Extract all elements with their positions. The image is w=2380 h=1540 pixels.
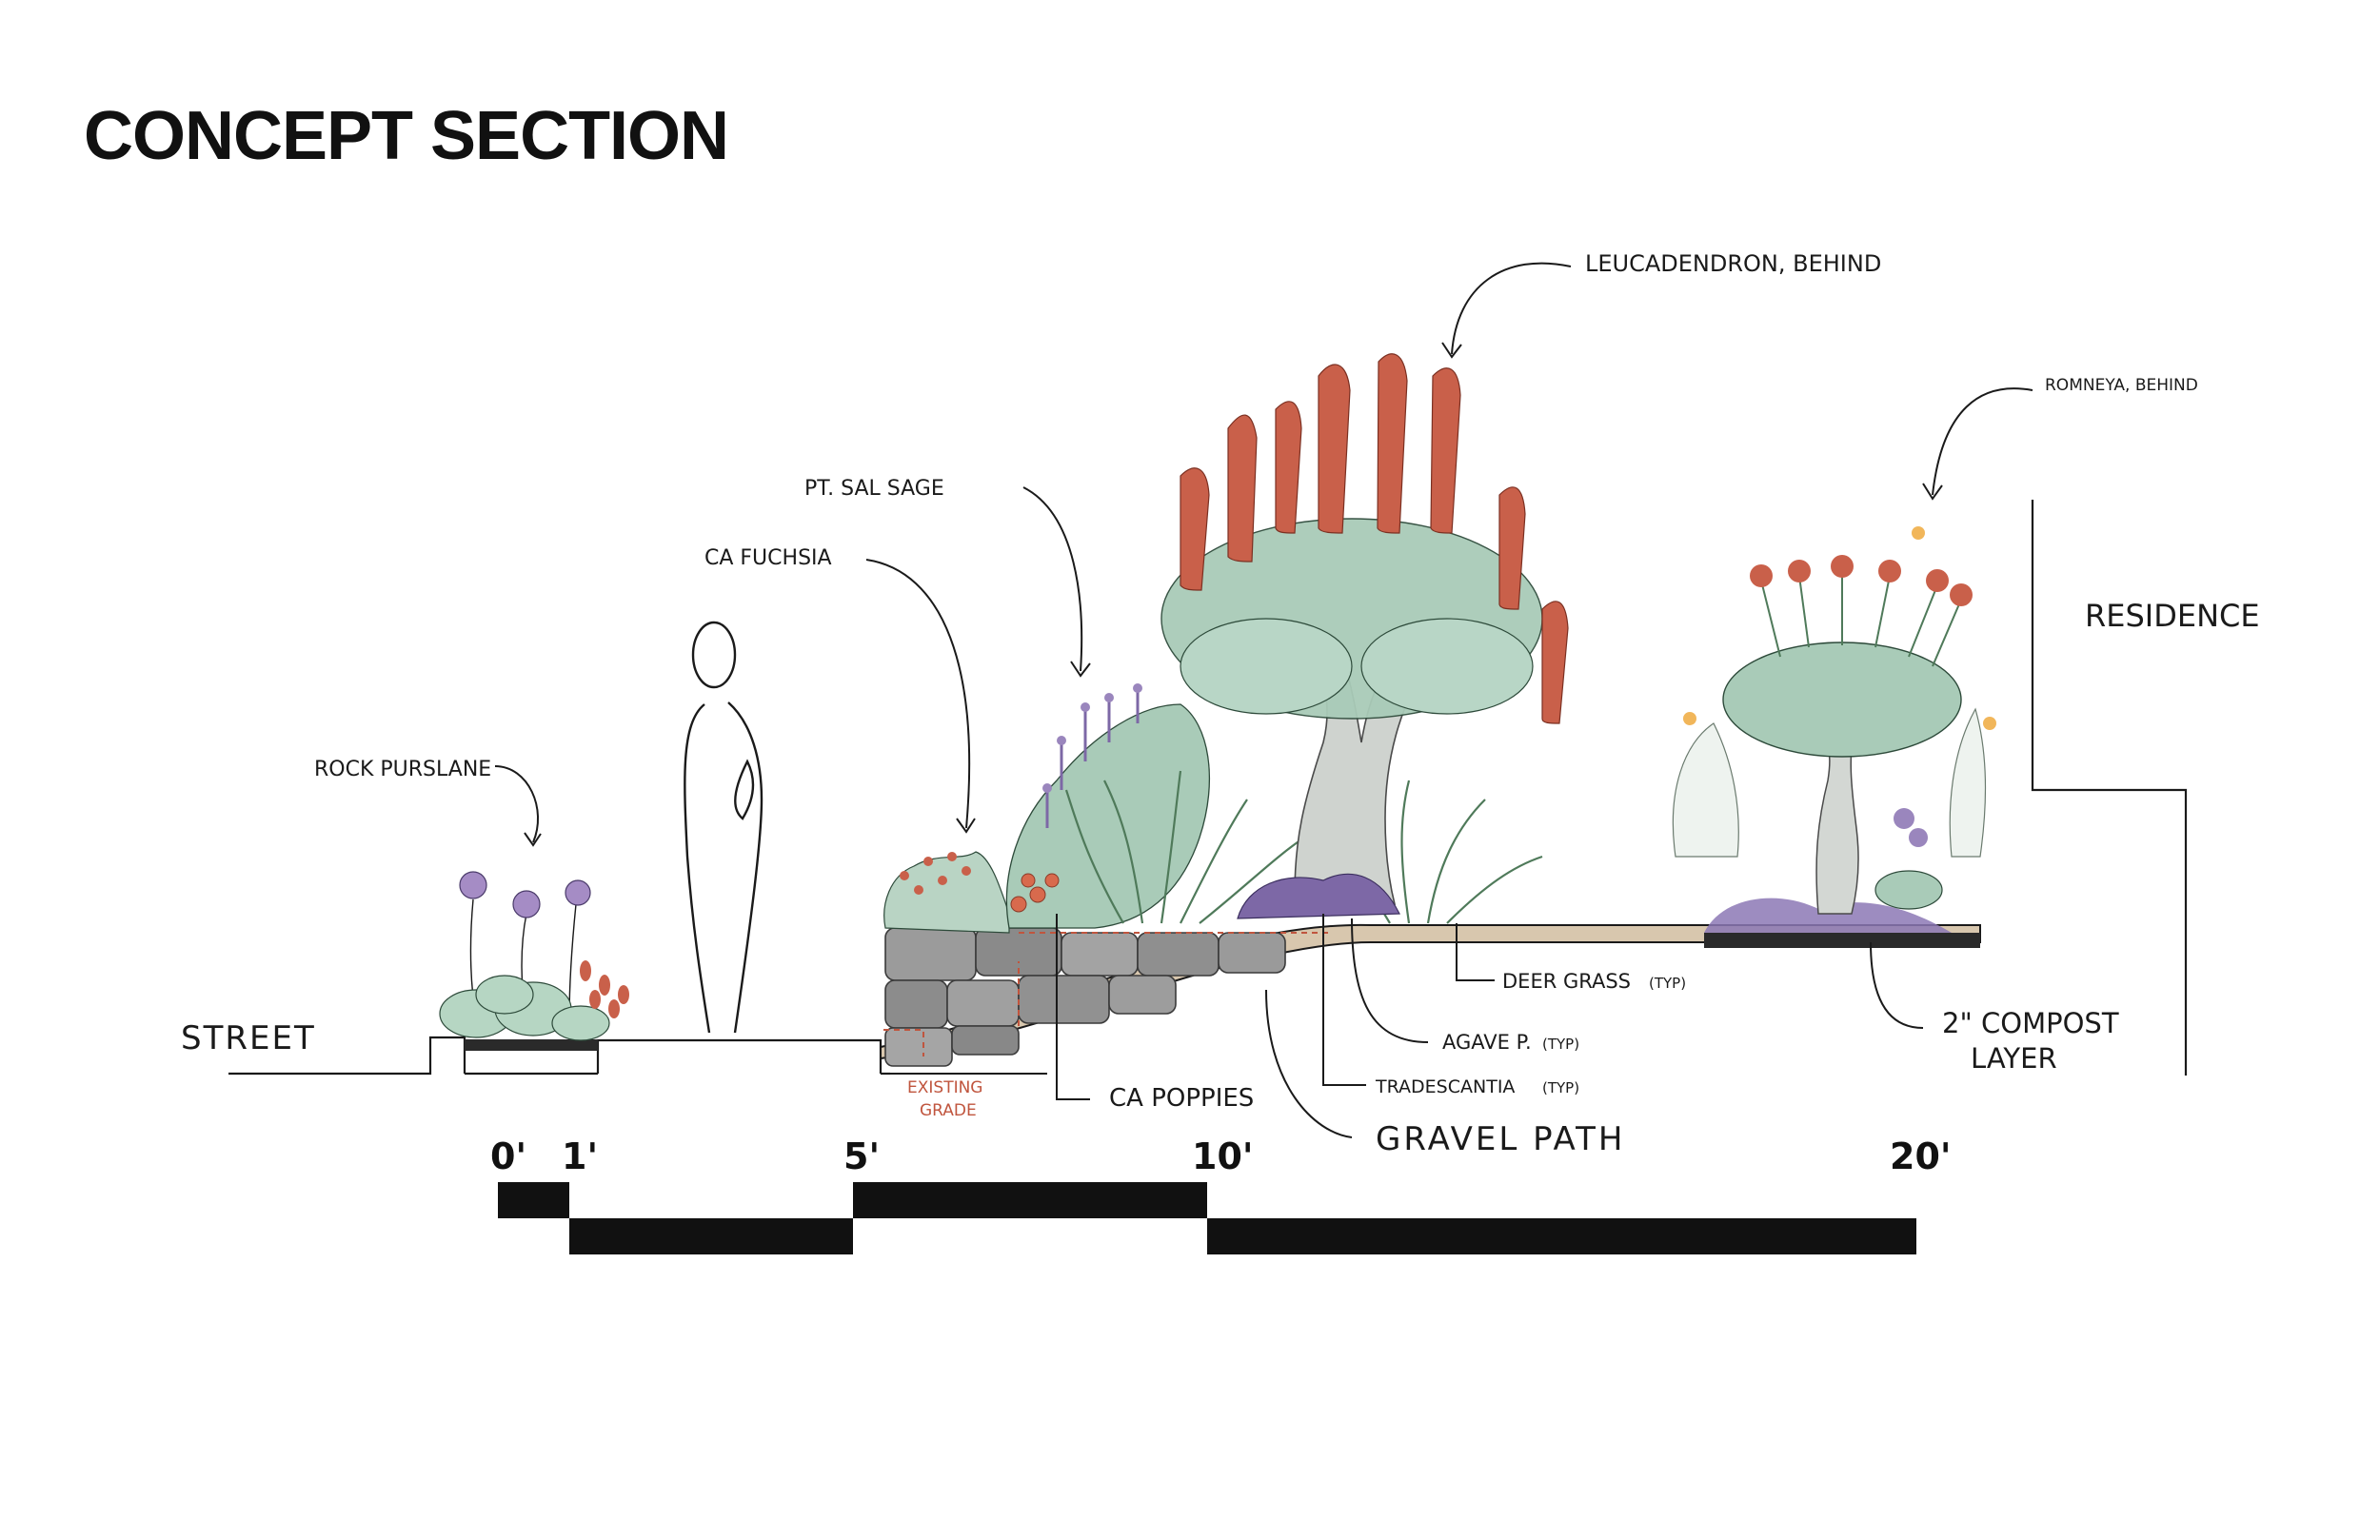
pedestrian-figure bbox=[684, 621, 764, 1034]
romneya-tree bbox=[1672, 526, 1996, 915]
residence-wall bbox=[2031, 500, 2188, 1076]
ca-fuchsia-leader bbox=[865, 559, 971, 829]
leucadendron-leader bbox=[1451, 262, 1572, 355]
label-agave-note: (TYP) bbox=[1542, 1036, 1579, 1053]
existing-grade-dashed-line bbox=[883, 932, 1333, 1056]
agave-leader bbox=[1351, 918, 1429, 1043]
scale-bar-segment-0-1 bbox=[498, 1182, 569, 1218]
label-existing-grade-2: GRADE bbox=[920, 1101, 977, 1120]
deer-grass-leader bbox=[1456, 923, 1495, 981]
label-deer-grass-note: (TYP) bbox=[1649, 975, 1686, 992]
label-tradescantia-note: (TYP) bbox=[1542, 1079, 1579, 1096]
label-ca-fuchsia: CA FUCHSIA bbox=[704, 546, 832, 570]
label-romneya: ROMNEYA, BEHIND bbox=[2045, 376, 2198, 395]
leader-lines bbox=[494, 262, 2033, 1138]
scale-tick-20: 20' bbox=[1890, 1135, 1952, 1177]
scale-bar-segment-10-20 bbox=[1207, 1218, 1916, 1254]
romneya-bed-soil bbox=[1704, 933, 1980, 948]
scale-bar-segment-5-10 bbox=[853, 1182, 1207, 1218]
rock-purslane-plant bbox=[439, 871, 629, 1041]
label-street: STREET bbox=[181, 1019, 316, 1057]
scale-bar: 0' 1' 5' 10' 20' bbox=[490, 1135, 1952, 1254]
agave-purple-base bbox=[1237, 873, 1400, 919]
labels: STREET ROCK PURSLANE CA FUCHSIA PT. SAL … bbox=[181, 250, 2260, 1158]
ca-fuchsia-plant bbox=[883, 851, 1010, 934]
stone-wall bbox=[884, 927, 1286, 1067]
label-compost-line1: 2" COMPOST bbox=[1942, 1007, 2119, 1039]
planter-soil bbox=[465, 1039, 598, 1051]
label-tradescantia: TRADESCANTIA bbox=[1375, 1076, 1515, 1097]
scale-bar-segment-1-5 bbox=[569, 1218, 853, 1254]
label-rock-purslane: ROCK PURSLANE bbox=[314, 758, 491, 781]
scale-tick-10: 10' bbox=[1192, 1135, 1254, 1177]
compost-leader bbox=[1870, 941, 1924, 1029]
rock-purslane-leader bbox=[494, 765, 539, 843]
page-title: CONCEPT SECTION bbox=[84, 98, 729, 174]
scale-tick-0: 0' bbox=[490, 1135, 526, 1177]
pt-sal-sage-plant bbox=[1005, 683, 1210, 929]
label-residence: RESIDENCE bbox=[2085, 598, 2260, 634]
label-ca-poppies: CA POPPIES bbox=[1109, 1084, 1254, 1113]
tradescantia-leader bbox=[1322, 914, 1366, 1086]
label-compost-line2: LAYER bbox=[1971, 1042, 2057, 1075]
ca-poppies-plant bbox=[1010, 873, 1060, 913]
label-leucadendron: LEUCADENDRON, BEHIND bbox=[1585, 250, 1881, 277]
ca-poppies-leader bbox=[1056, 914, 1090, 1100]
label-gravel-path: GRAVEL PATH bbox=[1376, 1120, 1625, 1158]
label-pt-sal-sage: PT. SAL SAGE bbox=[804, 477, 944, 501]
pt-sal-sage-leader bbox=[1022, 486, 1083, 672]
label-existing-grade-1: EXISTING bbox=[907, 1078, 982, 1097]
scale-tick-1: 1' bbox=[562, 1135, 598, 1177]
label-agave: AGAVE P. bbox=[1442, 1031, 1532, 1054]
romneya-mulch bbox=[1704, 898, 1952, 933]
romneya-leader bbox=[1932, 387, 2033, 496]
label-deer-grass: DEER GRASS bbox=[1502, 970, 1631, 993]
gravel-path-leader bbox=[1265, 989, 1353, 1138]
scale-tick-5: 5' bbox=[843, 1135, 880, 1177]
leucadendron-tree bbox=[1160, 353, 1569, 919]
